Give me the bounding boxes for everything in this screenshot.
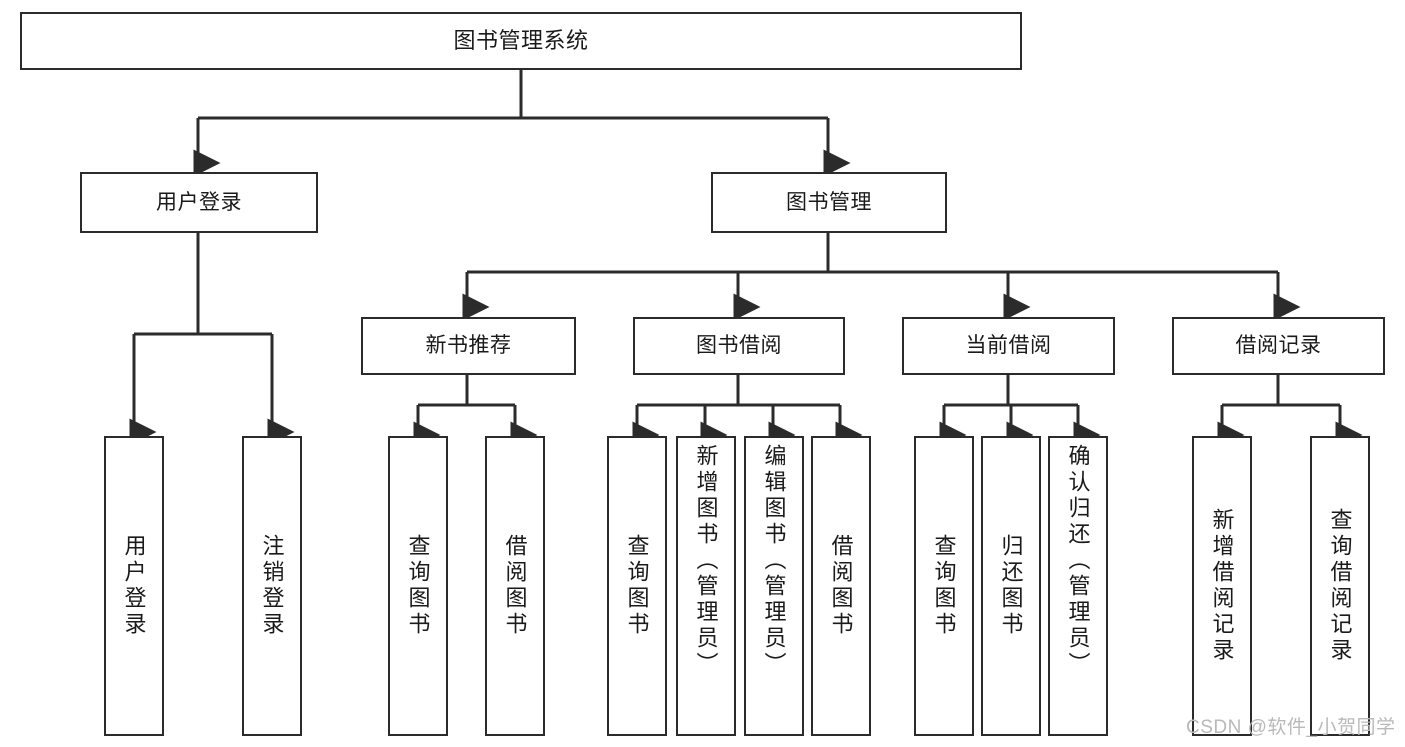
node-leaf-confirm-return[interactable]: 确认归还（管理员） — [1048, 436, 1108, 736]
node-root-system[interactable]: 图书管理系统 — [20, 12, 1022, 70]
node-label: 查询图书 — [624, 534, 650, 638]
node-label: 借阅图书 — [502, 534, 528, 638]
node-leaf-query-book-borrow[interactable]: 查询图书 — [607, 436, 667, 736]
node-label: 图书管理系统 — [453, 27, 589, 53]
node-leaf-return-book[interactable]: 归还图书 — [981, 436, 1041, 736]
node-leaf-user-login[interactable]: 用户登录 — [104, 436, 164, 736]
node-leaf-borrow-book[interactable]: 借阅图书 — [811, 436, 871, 736]
node-label: 图书管理 — [786, 190, 872, 214]
watermark-text: CSDN @软件_小贺同学 — [1186, 717, 1396, 738]
node-label: 新增借阅记录 — [1209, 508, 1235, 664]
node-label: 当前借阅 — [965, 334, 1052, 358]
node-leaf-borrow-book-recommend[interactable]: 借阅图书 — [485, 436, 545, 736]
node-label: 借阅图书 — [828, 534, 854, 638]
node-leaf-query-book-current[interactable]: 查询图书 — [914, 436, 974, 736]
node-borrow-record[interactable]: 借阅记录 — [1172, 317, 1385, 375]
node-leaf-add-book[interactable]: 新增图书（管理员） — [676, 436, 736, 736]
node-label: 注销登录 — [259, 534, 285, 638]
node-new-book-recommend[interactable]: 新书推荐 — [361, 317, 576, 375]
node-current-borrow[interactable]: 当前借阅 — [902, 317, 1115, 375]
node-label: 图书借阅 — [696, 334, 782, 358]
node-label: 确认归还（管理员） — [1065, 444, 1091, 678]
node-label: 查询图书 — [931, 534, 957, 638]
node-label: 新增图书（管理员） — [693, 444, 719, 678]
node-label: 查询借阅记录 — [1327, 508, 1353, 664]
node-label: 新书推荐 — [425, 334, 512, 358]
node-leaf-logout[interactable]: 注销登录 — [242, 436, 302, 736]
node-book-borrow[interactable]: 图书借阅 — [633, 317, 845, 375]
node-leaf-query-book-recommend[interactable]: 查询图书 — [388, 436, 448, 736]
node-user-login[interactable]: 用户登录 — [80, 172, 318, 233]
node-book-manage[interactable]: 图书管理 — [711, 172, 947, 233]
node-label: 归还图书 — [998, 534, 1024, 638]
node-label: 借阅记录 — [1235, 334, 1322, 358]
node-leaf-query-borrow-record[interactable]: 查询借阅记录 — [1310, 436, 1370, 736]
node-label: 编辑图书（管理员） — [761, 444, 787, 678]
node-label: 查询图书 — [405, 534, 431, 638]
node-label: 用户登录 — [156, 190, 242, 214]
node-leaf-edit-book[interactable]: 编辑图书（管理员） — [744, 436, 804, 736]
node-label: 用户登录 — [121, 534, 147, 638]
node-leaf-add-borrow-record[interactable]: 新增借阅记录 — [1192, 436, 1252, 736]
